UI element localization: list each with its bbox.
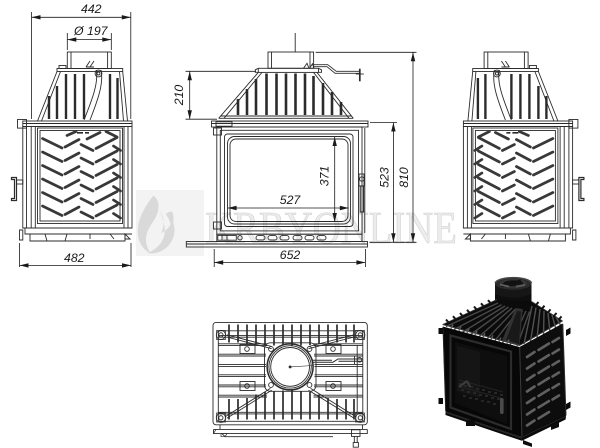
svg-text:210: 210 <box>172 85 186 107</box>
svg-text:KRBYONLINE: KRBYONLINE <box>205 202 457 253</box>
svg-text:442: 442 <box>81 2 102 16</box>
svg-text:652: 652 <box>280 248 301 262</box>
svg-text:371: 371 <box>318 166 332 187</box>
svg-text:527: 527 <box>280 193 302 207</box>
svg-text:482: 482 <box>64 251 85 265</box>
svg-text:Ø 197: Ø 197 <box>73 24 109 38</box>
svg-text:523: 523 <box>378 167 392 188</box>
svg-text:810: 810 <box>397 167 411 188</box>
